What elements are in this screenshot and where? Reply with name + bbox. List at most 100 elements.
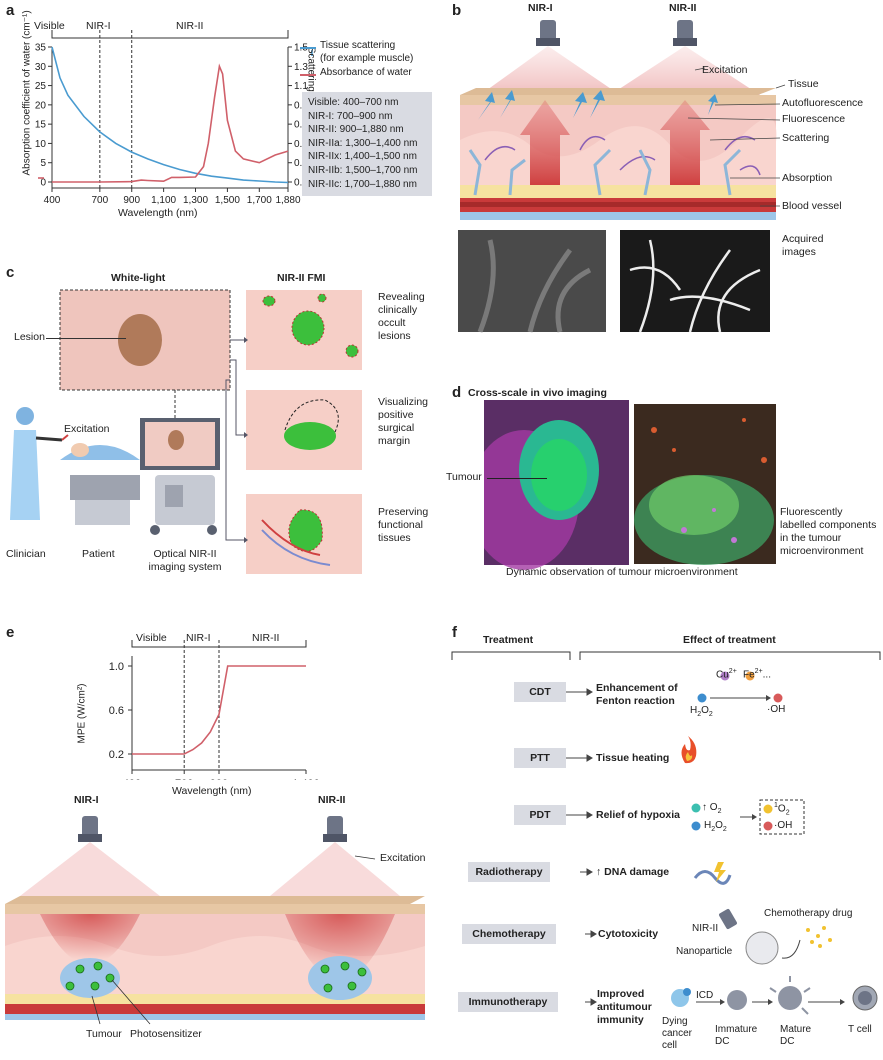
b-excitation-label: Excitation	[702, 64, 748, 76]
region-nir2-label: NIR-II	[176, 20, 204, 32]
y-left-tick-label: 0	[40, 178, 46, 189]
e-y-axis-label: MPE (W/cm²)	[76, 683, 88, 744]
c-excitation-label: Excitation	[64, 423, 110, 435]
legend-swatch-scattering	[300, 47, 316, 49]
pdt-box: PDT	[514, 805, 566, 825]
y-left-tick-label: 5	[40, 158, 46, 169]
y-right-tick-label: 1.3	[294, 62, 308, 73]
y-right-tick-label: 0.1	[294, 178, 308, 189]
y-right-tick-label: 0.5	[294, 139, 308, 150]
e-y-tick-label: 1.0	[109, 661, 124, 673]
y-right-tick-label: 0.7	[294, 120, 308, 131]
x-tick-label: 900	[123, 195, 140, 206]
ptt-box: PTT	[514, 748, 566, 768]
cdt-oh-label: ·OH	[767, 704, 786, 715]
fe-label: Fe2+...	[743, 668, 771, 681]
panel-label-a: a	[6, 2, 15, 19]
x-tick-label: 400	[44, 195, 61, 206]
range-nir2b: NIR-IIb: 1,500–1,700 nm	[308, 164, 418, 176]
e-tumour-nir2	[308, 956, 372, 1000]
region-nir1-label: NIR-I	[86, 20, 111, 32]
radiotherapy-effect: ↑ DNA damage	[596, 866, 670, 878]
b-acquired-images-label: Acquired images	[782, 233, 824, 258]
y-left-tick-label: 25	[35, 81, 47, 92]
cdt-box: CDT	[514, 682, 566, 702]
y-right-tick-label: 1.1	[294, 81, 308, 92]
c-preserving-label: Preserving functional tissues	[378, 506, 429, 544]
b-scattering-label: Scattering	[782, 132, 830, 144]
flame-icon	[681, 736, 697, 764]
water-absorbance-series-line	[52, 63, 289, 183]
nir1-acquired-image	[458, 230, 606, 332]
dna-damage-icon	[693, 862, 732, 885]
b-nir1-label: NIR-I	[528, 2, 553, 14]
legend-scattering-sublabel: (for example muscle)	[320, 53, 414, 64]
d-tumour-label: Tumour	[446, 471, 482, 483]
f-effect-header: Effect of treatment	[683, 634, 776, 646]
e-nir1-camera-icon	[78, 816, 102, 842]
e-x-tick-label: 1,400	[292, 778, 320, 780]
clinical-workflow-illustration	[10, 289, 362, 574]
scattering-series-line	[51, 46, 289, 184]
b-nir2-label: NIR-II	[669, 2, 697, 14]
chemo-drug-label: Chemotherapy drug	[764, 908, 853, 919]
range-nir2x: NIR-IIx: 1,400–1,500 nm	[308, 151, 417, 163]
mature-dc-label: Mature DC	[780, 1024, 812, 1047]
b-blood-vessel-label: Blood vessel	[782, 200, 842, 212]
panel-label-f: f	[452, 624, 457, 641]
ptt-effect: Tissue heating	[596, 752, 670, 764]
e-photosensitizer-label: Photosensitizer	[130, 1028, 202, 1040]
immuno-illustration	[671, 976, 878, 1015]
e-region-nir1: NIR-I	[186, 632, 211, 644]
c-patient-label: Patient	[82, 548, 115, 560]
chemotherapy-box: Chemotherapy	[462, 924, 556, 944]
c-visualizing-label: Visualizing positive surgical margin	[378, 396, 429, 447]
y-left-tick-label: 30	[35, 62, 47, 73]
chemotherapy-effect: Cytotoxicity	[598, 928, 659, 940]
radiotherapy-box: Radiotherapy	[468, 862, 550, 882]
chemo-illustration	[719, 908, 832, 965]
y-left-tick-label: 35	[35, 43, 47, 54]
y-left-tick-label: 15	[35, 120, 47, 131]
cdt-effect: Enhancement of Fenton reaction	[596, 682, 678, 707]
d-caption: Dynamic observation of tumour microenvir…	[506, 566, 738, 578]
panel-label-b: b	[452, 2, 462, 19]
mpe-series-line	[132, 665, 306, 755]
cu-label: Cu2+	[716, 668, 737, 681]
e-nir2-label: NIR-II	[318, 794, 346, 806]
pdt-oh-label: ·OH	[774, 820, 793, 831]
c-lesion-leader	[46, 338, 126, 339]
pdt-reaction	[691, 799, 805, 835]
icd-label: ICD	[696, 990, 714, 1001]
e-region-visible: Visible	[136, 632, 167, 644]
dying-cell-label: Dying cancer cell	[662, 1016, 693, 1051]
e-y-tick-label: 0.2	[109, 749, 124, 761]
c-clinician-label: Clinician	[6, 548, 46, 560]
x-tick-label: 1,500	[215, 195, 240, 206]
d-title: Cross-scale in vivo imaging	[468, 387, 607, 399]
nir1-camera-icon	[536, 20, 560, 46]
e-tumour-nir1	[60, 958, 120, 998]
pdt-tumour-illustration	[5, 816, 425, 1025]
immunotherapy-effect: Improved antitumour immunity	[597, 988, 652, 1026]
y-left-axis-label: Absorption coefficient of water (cm⁻¹)	[21, 10, 33, 176]
region-bracket	[51, 30, 289, 39]
region-visible-label: Visible	[34, 20, 65, 32]
b-autofluorescence-label: Autofluorescence	[782, 97, 864, 109]
e-tumour-label: Tumour	[86, 1028, 122, 1040]
range-visible: Visible: 400–700 nm	[308, 97, 399, 108]
cross-scale-images	[484, 400, 776, 570]
tissue-penetration-illustration	[458, 20, 786, 333]
pdt-o2-label: ↑ O2	[702, 802, 722, 815]
c-lesion-label: Lesion	[14, 331, 45, 343]
b-tissue-label: Tissue	[788, 78, 819, 90]
d-fluorescent-label: Fluorescently labelled components in the…	[780, 506, 877, 557]
chemo-nir2-label: NIR-II	[692, 923, 719, 934]
x-tick-label: 1,700	[247, 195, 272, 206]
y-right-tick-label: 0.3	[294, 158, 308, 169]
y-left-tick-label: 10	[35, 139, 47, 150]
legend-scattering-label: Tissue scattering	[320, 40, 396, 51]
e-x-axis-label: Wavelength (nm)	[172, 785, 252, 797]
x-tick-label: 1,880	[275, 195, 300, 206]
